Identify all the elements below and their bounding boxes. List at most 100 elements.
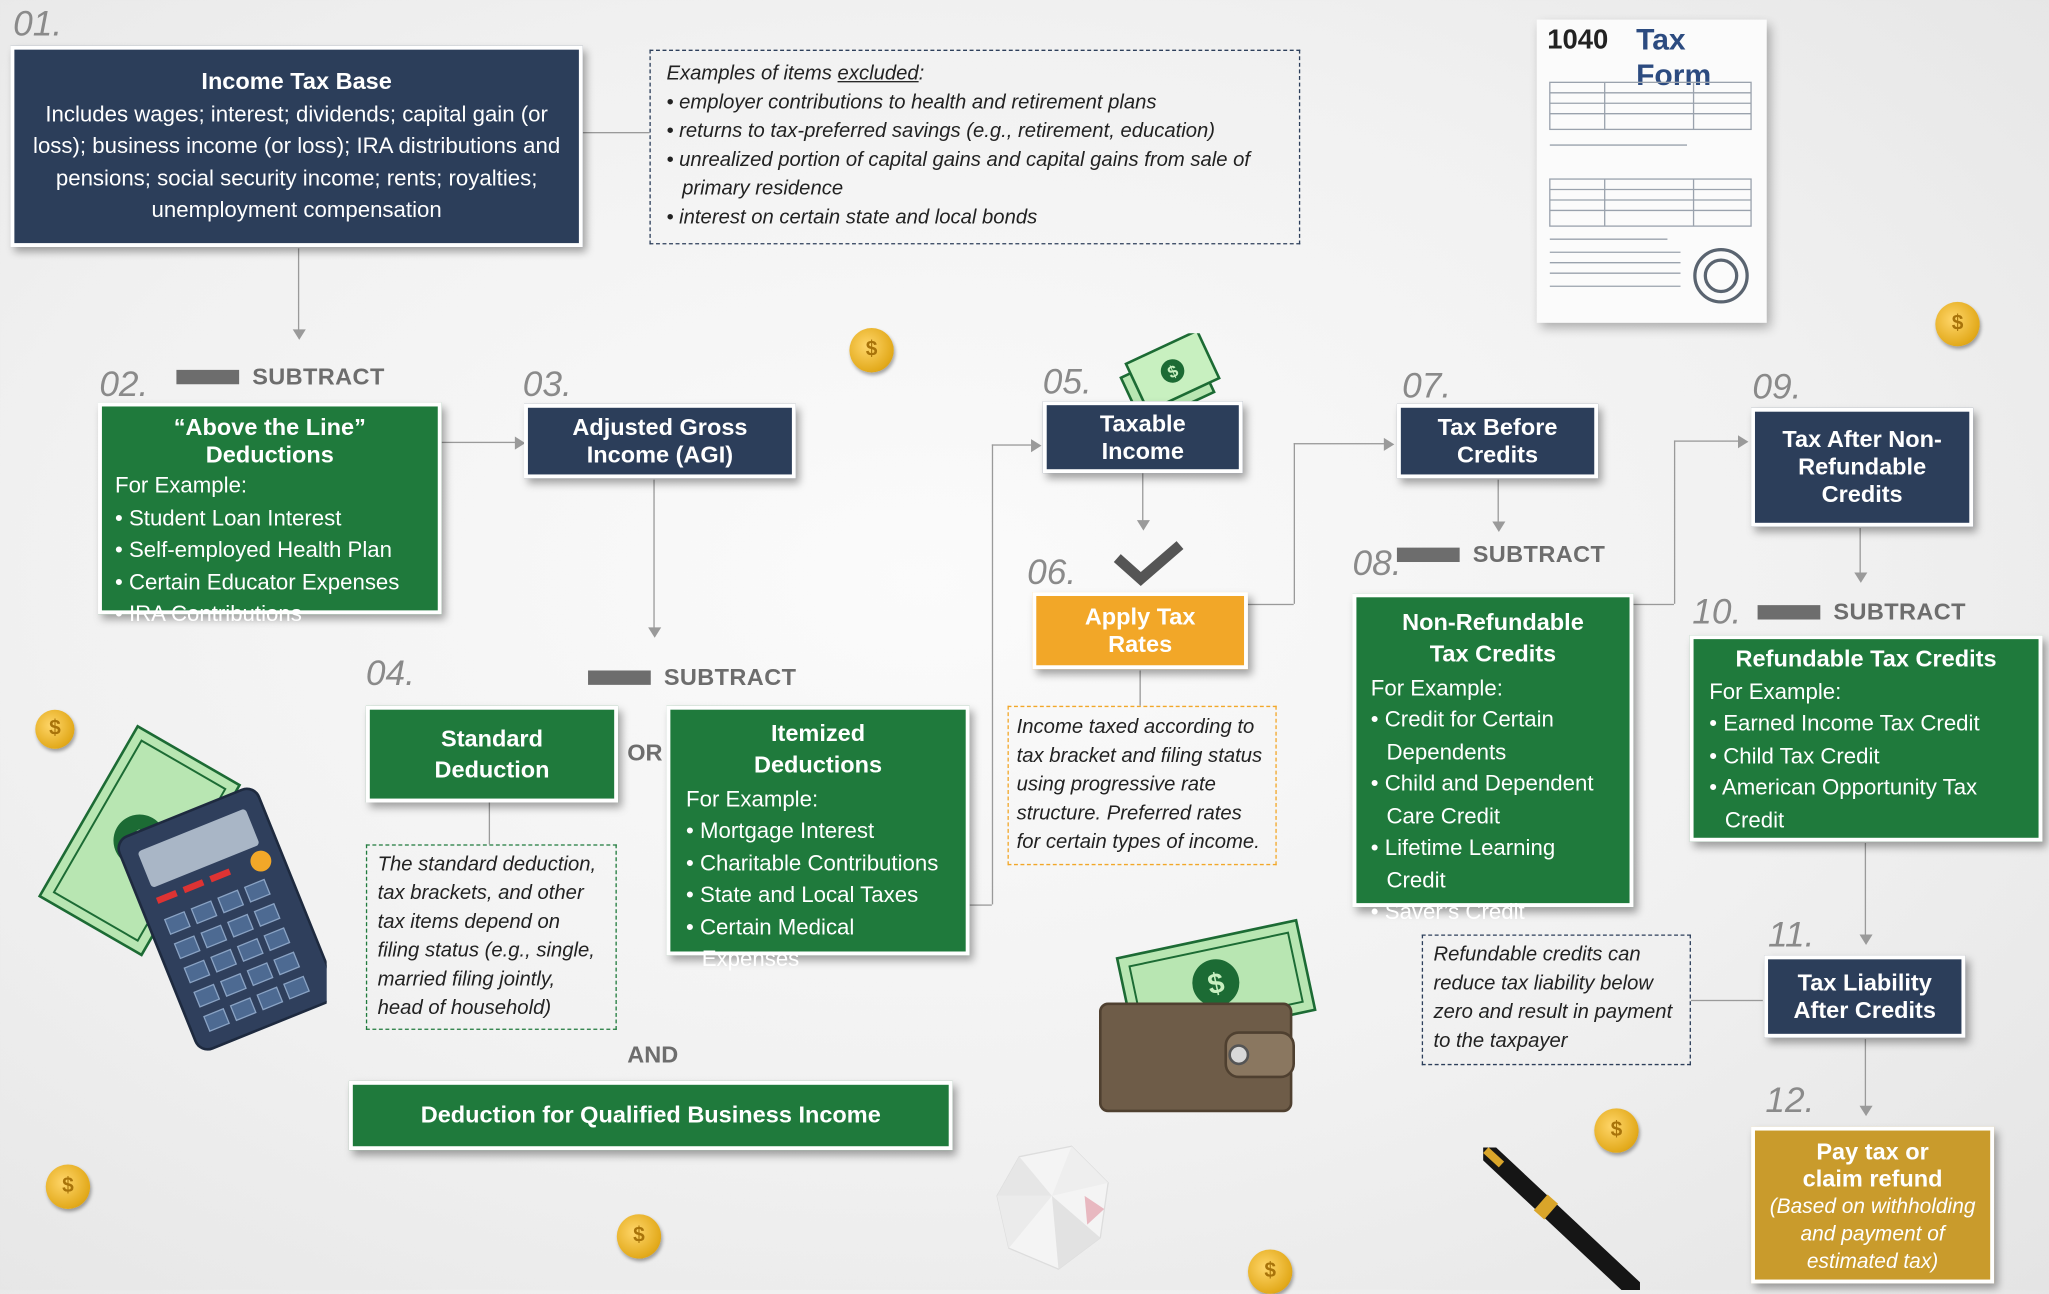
- tax-rates-note: Income taxed according to tax bracket an…: [1007, 705, 1277, 866]
- coin-icon: $: [616, 1214, 662, 1259]
- arrow-head: [1136, 520, 1150, 531]
- tax-liability-box: Tax Liability After Credits: [1764, 955, 1966, 1038]
- above-the-line-item: Student Loan Interest: [115, 503, 425, 535]
- subtract-label-08: SUBTRACT: [1396, 541, 1606, 568]
- subtract-text: SUBTRACT: [663, 663, 797, 691]
- for-example-label: For Example:: [1709, 679, 1842, 705]
- connector: [1690, 999, 1763, 1002]
- connector: [1293, 443, 1386, 445]
- tax-form-illustration: 1040 Tax Form: [1536, 19, 1767, 323]
- apply-tax-rates-box: Apply Tax Rates: [1032, 592, 1248, 670]
- refundable-note-text: Refundable credits can reduce tax liabil…: [1433, 943, 1673, 1053]
- itemized-item: State and Local Taxes: [686, 880, 950, 912]
- non-refundable-item: Lifetime Learning Credit: [1371, 833, 1615, 897]
- standard-deduction-box: Standard Deduction: [365, 705, 619, 803]
- cash-stack-icon: $: [1119, 333, 1221, 407]
- agi-title: Adjusted Gross Income (AGI): [572, 414, 748, 468]
- refundable-title: Refundable Tax Credits: [1735, 645, 1997, 672]
- step-number-04: 04.: [365, 653, 415, 693]
- itemized-item: Certain Medical Expenses: [686, 912, 950, 976]
- coin-icon: $: [1935, 301, 1980, 347]
- qbi-deduction-box: Deduction for Qualified Business Income: [348, 1080, 953, 1151]
- connector: [1139, 670, 1141, 706]
- connector: [1864, 843, 1867, 938]
- standard-deduction-title: Standard Deduction: [434, 724, 550, 783]
- excluded-heading-suffix: :: [918, 62, 925, 85]
- coin-icon: $: [1594, 1108, 1639, 1153]
- coin-icon: $: [1247, 1249, 1293, 1294]
- standard-deduction-note: The standard deduction, tax brackets, an…: [365, 844, 617, 1030]
- step-number-03: 03.: [522, 364, 572, 404]
- connector: [1859, 528, 1861, 576]
- itemized-list: Mortgage Interest Charitable Contributio…: [686, 816, 950, 976]
- above-the-line-list: Student Loan Interest Self-employed Heal…: [115, 503, 425, 631]
- non-refundable-item: Saver’s Credit: [1371, 897, 1615, 929]
- itemized-deductions-box: Itemized Deductions For Example: Mortgag…: [666, 705, 970, 971]
- fountain-pen-icon: [1483, 1147, 1640, 1290]
- form-label: Tax Form: [1636, 22, 1712, 92]
- refundable-item: Earned Income Tax Credit: [1709, 709, 2023, 741]
- above-the-line-item: Self-employed Health Plan: [115, 535, 425, 567]
- taxable-income-title: Taxable Income: [1099, 410, 1186, 464]
- arrow-head: [1854, 572, 1868, 583]
- arrow-head: [1492, 521, 1506, 532]
- subtract-label-10: SUBTRACT: [1757, 599, 1966, 626]
- connector: [581, 132, 650, 134]
- apply-tax-rates-title: Apply Tax Rates: [1084, 603, 1196, 657]
- agi-box: Adjusted Gross Income (AGI): [524, 403, 796, 479]
- arrow-head: [1383, 437, 1395, 451]
- connector: [1673, 440, 1740, 442]
- pay-or-refund-title: Pay tax or claim refund: [1802, 1138, 1943, 1192]
- connector: [1673, 440, 1676, 604]
- excluded-item: interest on certain state and local bond…: [666, 204, 1283, 233]
- non-refundable-item: Child and Dependent Care Credit: [1371, 769, 1615, 833]
- calculator-and-cash-icon: $: [37, 724, 327, 1051]
- subtract-text: SUBTRACT: [1472, 541, 1606, 568]
- pay-or-refund-box: Pay tax or claim refund (Based on withho…: [1751, 1126, 1995, 1284]
- excluded-item: returns to tax-preferred savings (e.g., …: [666, 118, 1283, 147]
- income-tax-base-title: Income Tax Base: [201, 67, 392, 95]
- connector: [969, 904, 992, 906]
- or-label: OR: [627, 739, 663, 766]
- connector: [1497, 479, 1499, 525]
- step-number-10: 10.: [1692, 592, 1742, 632]
- step-number-07: 07.: [1402, 365, 1452, 406]
- connector: [440, 441, 517, 444]
- connector: [991, 444, 994, 905]
- tax-rates-note-text: Income taxed according to tax bracket an…: [1016, 716, 1263, 854]
- step-number-08: 08.: [1352, 543, 1402, 583]
- arrow-head: [514, 436, 526, 450]
- connector: [991, 444, 1032, 446]
- connector: [297, 248, 300, 332]
- tax-after-non-refundable-title: Tax After Non-Refundable Credits: [1782, 426, 1942, 507]
- step-number-12: 12.: [1765, 1080, 1815, 1121]
- step-number-02: 02.: [99, 364, 149, 404]
- tax-before-credits-box: Tax Before Credits: [1396, 403, 1599, 479]
- connector: [1633, 603, 1674, 606]
- non-refundable-list: Credit for Certain Dependents Child and …: [1371, 705, 1615, 929]
- above-the-line-item: Certain Educator Expenses: [115, 567, 425, 599]
- income-tax-base-box: Income Tax Base Includes wages; interest…: [10, 45, 583, 248]
- excluded-list: employer contributions to health and ret…: [666, 89, 1283, 233]
- pay-or-refund-detail: (Based on withholding and payment of est…: [1769, 1196, 1976, 1274]
- arrow-head: [1737, 435, 1749, 449]
- step-number-05: 05.: [1042, 362, 1092, 402]
- form-number: 1040: [1547, 24, 1609, 55]
- connector: [1864, 1039, 1867, 1109]
- wallet-icon: $: [1098, 918, 1317, 1113]
- tax-before-credits-title: Tax Before Credits: [1437, 414, 1558, 468]
- above-the-line-deductions-box: “Above the Line” Deductions For Example:…: [98, 402, 442, 627]
- excluded-items-note: Examples of items excluded: employer con…: [649, 49, 1301, 245]
- non-refundable-title: Non-Refundable Tax Credits: [1402, 609, 1584, 667]
- itemized-item: Mortgage Interest: [686, 816, 950, 848]
- qbi-deduction-title: Deduction for Qualified Business Income: [420, 1101, 881, 1129]
- taxable-income-box: Taxable Income: [1042, 401, 1243, 474]
- itemized-deductions-title: Itemized Deductions: [753, 720, 883, 779]
- excluded-heading-emphasis: excluded: [837, 62, 919, 85]
- for-example-label: For Example:: [114, 473, 248, 499]
- minus-bar: [176, 369, 240, 385]
- arrow-head: [1031, 439, 1042, 453]
- arrow-head: [648, 627, 662, 638]
- and-label: AND: [627, 1041, 679, 1068]
